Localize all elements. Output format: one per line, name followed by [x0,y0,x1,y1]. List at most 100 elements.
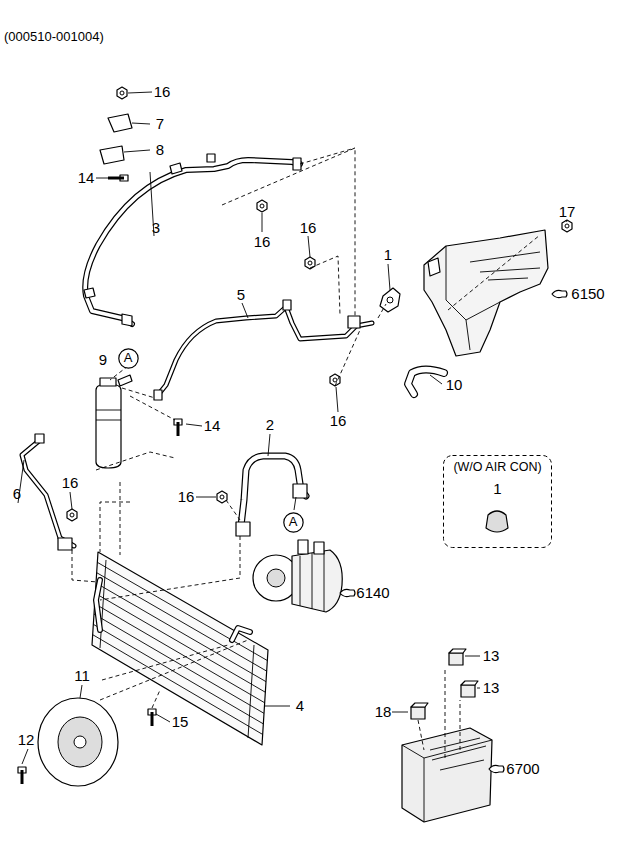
blanking-cap [486,511,508,532]
junction-box-detail [430,738,486,770]
fan-hub [58,717,102,767]
relay-symbol [461,685,475,697]
reference-arrow [552,290,567,297]
reference-circle: A [283,512,304,533]
assembly-line [152,690,160,708]
callout-number: 11 [73,668,91,685]
mounting-bracket [108,114,132,132]
reference-arrow [489,765,504,772]
callout-number: 2 [265,417,275,434]
drier-fitting [118,375,132,386]
callout-number: 14 [203,418,222,435]
pipe-fitting [170,163,182,174]
callout-number: 10 [445,377,464,394]
callout-number: 16 [153,84,172,101]
pipe-flange [293,484,307,498]
circle-outline [283,512,302,531]
assembly-line [100,640,248,700]
node-label: A [124,351,133,366]
pipe-fitting [35,434,44,443]
dashed-outline [444,456,552,548]
compressor-rib [300,551,324,611]
relay-symbol [411,707,425,719]
pipe-fitting [293,158,301,170]
pipe-fitting [84,288,95,298]
nut-symbol [67,509,77,521]
assembly-line [72,550,98,582]
callout-number: 4 [295,698,305,715]
leader-line [242,213,567,318]
assembly-line [110,366,128,380]
relay-symbol [449,653,463,665]
assembly-line [310,256,360,386]
pipe-fitting [154,390,162,400]
callout-number: 16 [61,475,80,492]
housing-port [428,258,440,276]
relay-top [461,681,478,685]
nut-symbol [217,491,227,503]
junction-box [402,728,492,822]
nut-symbol [257,200,267,212]
pipe-outline [96,580,100,630]
assembly-line [122,388,175,420]
housing-detail [446,246,540,350]
callout-number: 8 [155,142,165,159]
receiver-drier [96,384,121,468]
callout-number: 6 [12,486,22,503]
nut-hole [220,495,224,499]
nut-hole [120,91,124,95]
mounting-bracket [100,146,124,164]
variant-box: (W/O AIR CON) 1 [443,455,552,548]
relay-top [411,703,428,707]
condenser-tank [100,560,254,738]
drier-band [96,410,121,420]
callout-number: 6150 [570,286,605,303]
pipe-outline [232,628,250,640]
valve-port [387,297,393,303]
callout-number: 12 [17,732,36,749]
nut-hole [565,224,569,228]
callout-number: 1 [493,480,501,497]
leader-line [186,375,442,456]
pipe-fill [158,307,372,395]
pipe-flange [58,538,72,550]
callout-number: 5 [236,287,246,304]
nut-hole [333,378,337,382]
drier-head [100,378,116,386]
bolt-shank [21,770,24,784]
node-label: (W/O AIR CON) [453,460,541,474]
junction-box-edge [402,740,492,822]
pipe-flange [348,316,360,328]
evaporator-housing [424,230,548,356]
clutch-hub [267,569,285,587]
relay-top [449,649,466,653]
compressor-port [298,540,324,554]
nut-symbol [305,257,315,269]
nut-symbol [117,87,127,99]
circle-outline [118,348,137,367]
callout-number: 9 [98,352,108,369]
callout-number: 6140 [355,585,390,602]
leader-line [22,685,290,764]
callout-number: 1 [383,247,393,264]
compressor-body [292,550,342,612]
pipe-flange [236,522,250,536]
callout-number: 6700 [505,761,540,778]
nut-symbol [330,374,340,386]
callout-number: 16 [253,234,272,251]
callout-number: 16 [177,489,196,506]
assembly-line [222,148,355,318]
diagram-code: (000510-001004) [4,30,104,44]
callout-number: 7 [155,116,165,133]
nut-hole [260,204,264,208]
callout-number: 14 [77,170,96,187]
pipe-outline [22,440,74,546]
callout-number: 13 [482,648,501,665]
bolt-shank [177,422,180,436]
leader-line [18,460,296,510]
callout-number: 3 [151,220,161,237]
leader-line [96,92,154,236]
